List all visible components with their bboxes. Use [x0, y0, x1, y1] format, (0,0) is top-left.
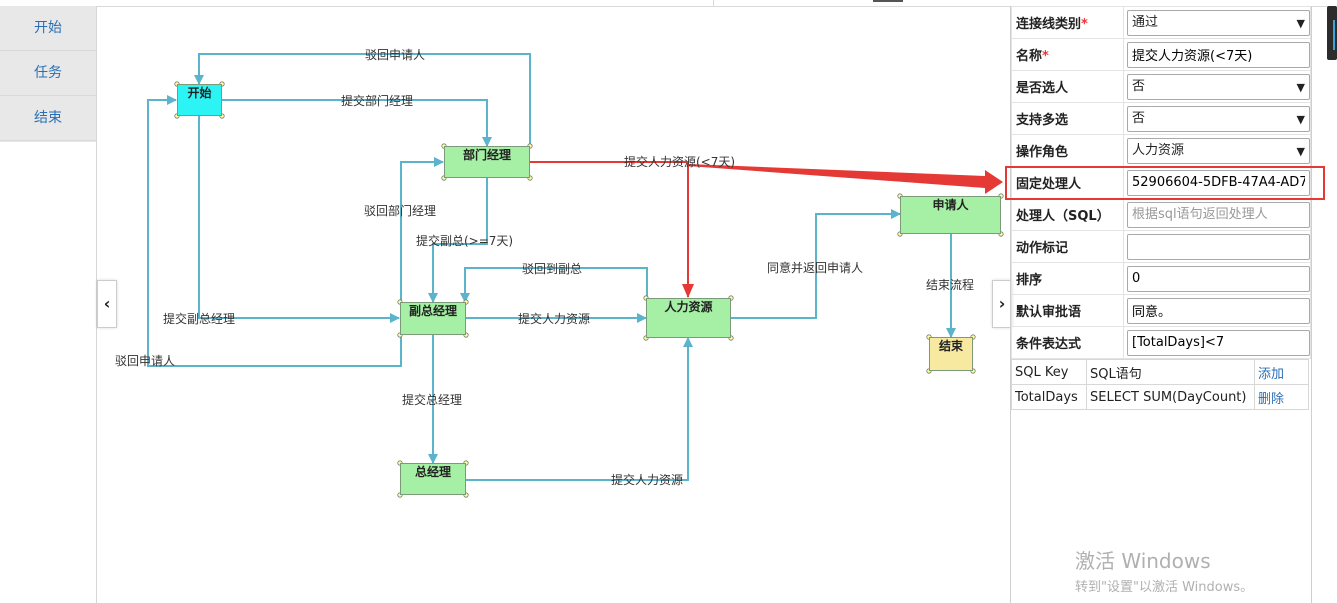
top-separator: [713, 0, 714, 6]
label-submit-hr-lt7[interactable]: 提交人力资源(<7天): [624, 155, 736, 169]
scrollbar-accent: [1333, 20, 1335, 50]
annotation-arrow: [688, 164, 1003, 194]
label-reject-dept-manager[interactable]: 驳回部门经理: [364, 204, 437, 218]
label-submit-dept-manager[interactable]: 提交部门经理: [341, 94, 414, 108]
sidebar-border: [96, 6, 97, 603]
node-hr[interactable]: 人力资源: [646, 298, 731, 338]
sql-row-key[interactable]: TotalDays: [1011, 384, 1087, 410]
edge-reject-applicant-top[interactable]: [194, 53, 531, 148]
label-agree-return-applicant[interactable]: 同意并返回申请人: [767, 261, 864, 275]
node-gm[interactable]: 总经理: [400, 463, 466, 495]
chevron-left-icon[interactable]: ‹: [97, 280, 117, 328]
edge-reject-dept-manager[interactable]: [400, 157, 444, 304]
property-panel: 连接线类别* 通过▼ 名称* 是否选人 否▼ 支持多选 否▼ 操作角色 人力资源…: [1010, 6, 1312, 603]
top-divider: [97, 0, 1337, 7]
node-start[interactable]: 开始: [177, 84, 222, 116]
scrollbar[interactable]: [1327, 6, 1337, 60]
edge-submit-dept-manager[interactable]: [222, 99, 492, 147]
select-person-label: 是否选人: [1011, 70, 1124, 103]
node-handles: [174, 81, 1004, 498]
default-comment-input[interactable]: [1127, 297, 1310, 324]
conn-type-label: 连接线类别: [1016, 17, 1082, 32]
highlight-box: [1005, 166, 1325, 200]
node-applicant[interactable]: 申请人: [900, 196, 1001, 234]
required-mark: *: [1081, 17, 1088, 32]
required-mark: *: [1042, 49, 1049, 64]
edge-submit-vice-gm[interactable]: [198, 116, 400, 323]
node-dept-manager[interactable]: 部门经理: [444, 146, 530, 178]
delete-sql-link[interactable]: 删除: [1254, 384, 1309, 410]
name-input[interactable]: [1127, 41, 1310, 68]
fixed-handler-label: 固定处理人: [1011, 166, 1124, 199]
select-person-select[interactable]: 否▼: [1127, 73, 1310, 100]
edge-agree-return-applicant[interactable]: [731, 209, 901, 319]
label-reject-vice[interactable]: 驳回到副总: [522, 262, 583, 276]
flow-canvas[interactable]: 开始 部门经理 副总经理 人力资源 总经理 申请人 结束 驳回申请人 提交部门经…: [97, 7, 1011, 603]
condition-input[interactable]: [1127, 329, 1310, 356]
sidebar-item-task[interactable]: 任务: [0, 51, 96, 96]
chevron-right-icon[interactable]: ›: [992, 280, 1012, 328]
edge-reject-vice[interactable]: [460, 267, 648, 303]
sort-label: 排序: [1011, 262, 1124, 295]
edge-submit-hr-lt7-selected[interactable]: [530, 161, 694, 298]
handler-sql-input[interactable]: [1127, 201, 1310, 228]
label-submit-gm[interactable]: 提交总经理: [402, 393, 463, 407]
name-label: 名称: [1016, 49, 1043, 64]
top-tab-indicator: [873, 0, 903, 2]
chevron-down-icon: ▼: [1296, 112, 1305, 126]
property-table: 连接线类别* 通过▼ 名称* 是否选人 否▼ 支持多选 否▼ 操作角色 人力资源…: [1011, 6, 1311, 359]
chevron-down-icon: ▼: [1296, 80, 1305, 94]
handler-sql-label: 处理人（SQL）: [1011, 198, 1124, 231]
sidebar-item-end[interactable]: 结束: [0, 96, 96, 141]
condition-label: 条件表达式: [1011, 326, 1124, 359]
label-submit-vice-ge7[interactable]: 提交副总(>=7天): [416, 234, 514, 248]
sort-input[interactable]: [1127, 265, 1310, 292]
role-label: 操作角色: [1011, 134, 1124, 167]
node-end[interactable]: 结束: [929, 337, 973, 371]
edge-submit-vice-ge7[interactable]: [428, 178, 488, 303]
edge-reject-applicant-bottom[interactable]: [147, 95, 402, 367]
default-comment-label: 默认审批语: [1011, 294, 1124, 327]
edge-gm-submit-hr[interactable]: [466, 337, 693, 481]
conn-type-select[interactable]: 通过▼: [1127, 9, 1310, 36]
sql-key-header: SQL Key: [1011, 359, 1087, 385]
multi-select-select[interactable]: 否▼: [1127, 105, 1310, 132]
chevron-down-icon: ▼: [1296, 144, 1305, 158]
sidebar-item-start[interactable]: 开始: [0, 6, 96, 51]
label-reject-applicant-bottom[interactable]: 驳回申请人: [115, 354, 176, 368]
action-mark-input[interactable]: [1127, 233, 1310, 260]
sql-table: SQL Key SQL语句 添加 TotalDays SELECT SUM(Da…: [1011, 359, 1309, 410]
fixed-handler-input[interactable]: [1127, 169, 1310, 196]
label-end-flow[interactable]: 结束流程: [926, 278, 975, 292]
chevron-down-icon: ▼: [1296, 16, 1305, 30]
node-palette-sidebar: 开始 任务 结束: [0, 6, 97, 142]
sql-statement-header: SQL语句: [1086, 359, 1255, 385]
multi-select-label: 支持多选: [1011, 102, 1124, 135]
role-select[interactable]: 人力资源▼: [1127, 137, 1310, 164]
sql-row-statement[interactable]: SELECT SUM(DayCount): [1086, 384, 1255, 410]
label-gm-submit-hr[interactable]: 提交人力资源: [611, 473, 684, 487]
label-reject-applicant-top[interactable]: 驳回申请人: [365, 48, 426, 62]
node-vice-gm[interactable]: 副总经理: [400, 302, 466, 335]
action-mark-label: 动作标记: [1011, 230, 1124, 263]
label-submit-vice-gm[interactable]: 提交副总经理: [163, 312, 236, 326]
flow-connections: [147, 53, 1004, 498]
label-submit-hr[interactable]: 提交人力资源: [518, 312, 591, 326]
add-sql-link[interactable]: 添加: [1254, 359, 1309, 385]
